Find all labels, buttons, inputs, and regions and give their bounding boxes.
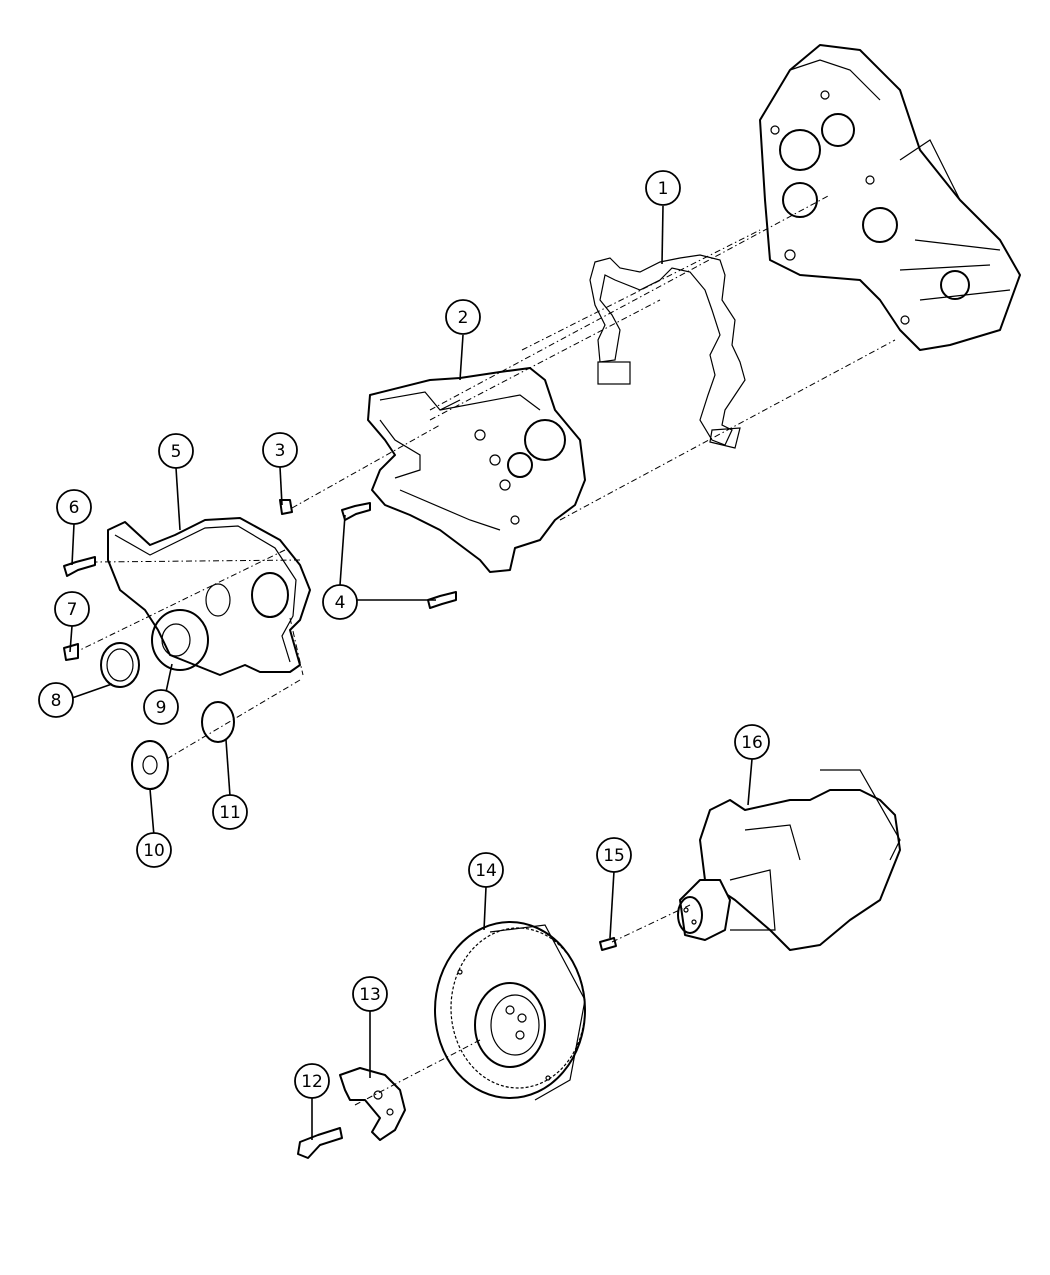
callout-4: 4 bbox=[322, 584, 358, 620]
callout-2: 2 bbox=[445, 299, 481, 335]
callout-7: 7 bbox=[54, 591, 90, 627]
damper-washer bbox=[339, 1067, 406, 1141]
callout-1-label: 1 bbox=[658, 179, 669, 199]
slinger-10 bbox=[131, 740, 169, 790]
front-cover-housing bbox=[367, 367, 586, 573]
bolt-7 bbox=[63, 643, 79, 661]
callout-16-label: 16 bbox=[741, 733, 763, 753]
callout-2-label: 2 bbox=[458, 308, 469, 328]
bolt-6 bbox=[63, 556, 96, 577]
callout-1: 1 bbox=[645, 170, 681, 206]
callout-14: 14 bbox=[468, 852, 504, 888]
alignment-lines bbox=[77, 194, 896, 1106]
callout-10: 10 bbox=[136, 832, 172, 868]
callout-13-label: 13 bbox=[359, 985, 381, 1005]
callout-16: 16 bbox=[734, 724, 770, 760]
callout-9-label: 9 bbox=[156, 698, 167, 718]
engine-block-illustration bbox=[759, 44, 1021, 351]
callout-10-label: 10 bbox=[143, 841, 165, 861]
crankshaft bbox=[677, 769, 901, 951]
crankshaft-key bbox=[599, 937, 617, 951]
callout-6: 6 bbox=[56, 489, 92, 525]
damper-bolt bbox=[297, 1127, 343, 1159]
callout-11-label: 11 bbox=[219, 803, 241, 823]
callout-3: 3 bbox=[262, 432, 298, 468]
callout-12: 12 bbox=[294, 1063, 330, 1099]
callout-12-label: 12 bbox=[301, 1072, 323, 1092]
bolt-3 bbox=[279, 499, 293, 515]
callout-8-label: 8 bbox=[51, 691, 62, 711]
callout-13: 13 bbox=[352, 976, 388, 1012]
callout-5: 5 bbox=[158, 433, 194, 469]
callout-5-label: 5 bbox=[171, 442, 182, 462]
callout-9: 9 bbox=[143, 689, 179, 725]
oil-seal-8 bbox=[100, 642, 140, 688]
callout-15-label: 15 bbox=[603, 846, 625, 866]
callout-4-label: 4 bbox=[335, 593, 346, 613]
callout-15: 15 bbox=[596, 837, 632, 873]
vibration-damper bbox=[434, 921, 586, 1101]
timing-cover bbox=[107, 517, 311, 676]
bolt-4-upper bbox=[341, 502, 371, 521]
callout-14-label: 14 bbox=[475, 861, 497, 881]
callout-7-label: 7 bbox=[67, 600, 78, 620]
callout-3-label: 3 bbox=[275, 441, 286, 461]
bolt-4-lower bbox=[427, 591, 457, 609]
front-cover-gasket bbox=[589, 254, 746, 449]
callout-6-label: 6 bbox=[69, 498, 80, 518]
leader-lines bbox=[69, 205, 753, 1140]
callout-11: 11 bbox=[212, 794, 248, 830]
callout-8: 8 bbox=[38, 682, 74, 718]
o-ring-11 bbox=[201, 701, 235, 743]
